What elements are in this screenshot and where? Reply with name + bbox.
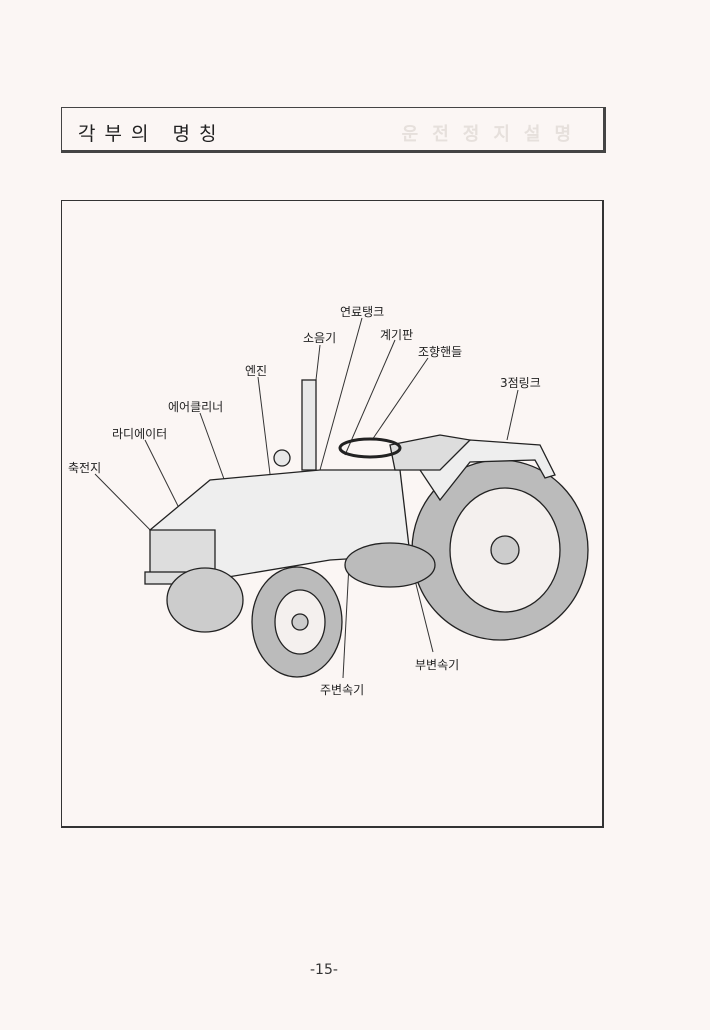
leader-battery bbox=[94, 473, 161, 541]
label-muffler: 소음기 bbox=[303, 331, 337, 345]
seat bbox=[389, 434, 472, 471]
label-main-shift: 주변속기 bbox=[320, 683, 365, 697]
leader-engine bbox=[257, 376, 273, 491]
front-left-tire bbox=[166, 567, 244, 633]
muffler-pipe bbox=[301, 379, 317, 471]
section-title-box: 각부의 명칭 운전정지설명 bbox=[61, 107, 606, 153]
page-number: -15- bbox=[310, 962, 338, 978]
bleed-through-text: 운전정지설명 bbox=[401, 124, 585, 145]
figure-frame bbox=[61, 200, 604, 828]
label-battery: 축전지 bbox=[68, 461, 102, 475]
label-radiator: 라디에이터 bbox=[112, 427, 168, 441]
label-instrument-panel: 계기판 bbox=[380, 328, 414, 342]
leader-fuel-tank bbox=[319, 317, 363, 471]
label-engine: 엔진 bbox=[245, 364, 268, 378]
leader-3point bbox=[506, 389, 519, 441]
steering-wheel bbox=[338, 437, 402, 459]
label-air-cleaner: 에어클리너 bbox=[168, 400, 224, 414]
leader-instrument-panel bbox=[344, 339, 396, 456]
label-sub-shift: 부변속기 bbox=[415, 658, 460, 672]
leader-aircleaner bbox=[199, 412, 229, 491]
label-three-point-link: 3점링크 bbox=[500, 376, 541, 390]
section-title: 각부의 명칭 bbox=[78, 123, 226, 145]
mid-tire bbox=[344, 542, 436, 588]
air-cleaner-cap bbox=[273, 449, 291, 467]
label-fuel-tank: 연료탱크 bbox=[340, 305, 385, 319]
label-steering-wheel: 조향핸들 bbox=[418, 345, 463, 359]
leader-steering bbox=[371, 357, 429, 441]
